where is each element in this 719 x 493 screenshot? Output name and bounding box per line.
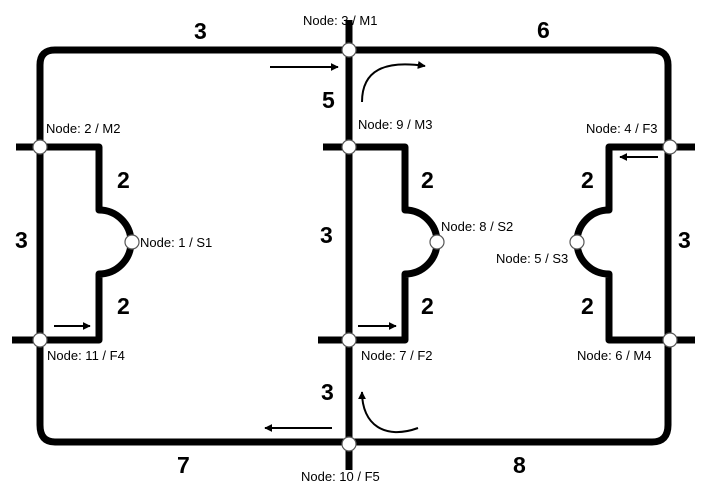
node-5-marker[interactable] [569, 234, 585, 250]
weight-left-side: 3 [15, 227, 28, 253]
node-3-label: Node: 3 / M1 [303, 13, 377, 28]
weight-s3-lower: 2 [581, 293, 594, 319]
siding-s1-track [12, 143, 135, 344]
weight-node3-node9: 5 [322, 87, 335, 113]
weight-bottom-left: 7 [177, 452, 190, 478]
node-10-marker[interactable] [341, 436, 357, 452]
arrow-curved-icon [361, 60, 426, 103]
edge-weights: 3 6 5 3 2 2 3 2 2 3 2 2 3 7 8 [15, 17, 691, 478]
node-1-label: Node: 1 / S1 [140, 235, 212, 250]
node-10-label: Node: 10 / F5 [301, 469, 380, 484]
weight-node7-node10: 3 [321, 379, 334, 405]
weight-s2-lower: 2 [421, 293, 434, 319]
weight-s1-lower: 2 [117, 293, 130, 319]
weight-right-side: 3 [678, 227, 691, 253]
nodes [32, 42, 678, 452]
node-1-marker[interactable] [124, 234, 140, 250]
node-9-label: Node: 9 / M3 [358, 117, 432, 132]
node-7-marker[interactable] [341, 332, 357, 348]
arrow-curved-icon [358, 391, 419, 434]
weight-top-right: 6 [537, 17, 550, 43]
outer-loop-track [36, 46, 672, 446]
weight-s2-upper: 2 [421, 167, 434, 193]
node-3-marker[interactable] [341, 42, 357, 58]
node-7-label: Node: 7 / F2 [361, 348, 433, 363]
weight-top-left: 3 [194, 18, 207, 44]
node-11-label: Node: 11 / F4 [47, 348, 125, 363]
siding-s2-track [318, 143, 441, 344]
node-2-marker[interactable] [32, 139, 48, 155]
node-11-marker[interactable] [32, 332, 48, 348]
direction-arrows [54, 60, 658, 434]
weight-s3-upper: 2 [581, 167, 594, 193]
node-4-label: Node: 4 / F3 [586, 121, 658, 136]
node-2-label: Node: 2 / M2 [46, 121, 120, 136]
node-8-label: Node: 8 / S2 [441, 219, 513, 234]
weight-s1-upper: 2 [117, 167, 130, 193]
node-6-label: Node: 6 / M4 [577, 348, 651, 363]
weight-center-side: 3 [320, 222, 333, 248]
node-5-label: Node: 5 / S3 [496, 251, 568, 266]
weight-bottom-right: 8 [513, 452, 526, 478]
node-6-marker[interactable] [662, 332, 678, 348]
node-9-marker[interactable] [341, 139, 357, 155]
node-4-marker[interactable] [662, 139, 678, 155]
node-8-marker[interactable] [429, 234, 445, 250]
node-labels: Node: 3 / M1 Node: 2 / M2 Node: 9 / M3 N… [46, 13, 658, 484]
